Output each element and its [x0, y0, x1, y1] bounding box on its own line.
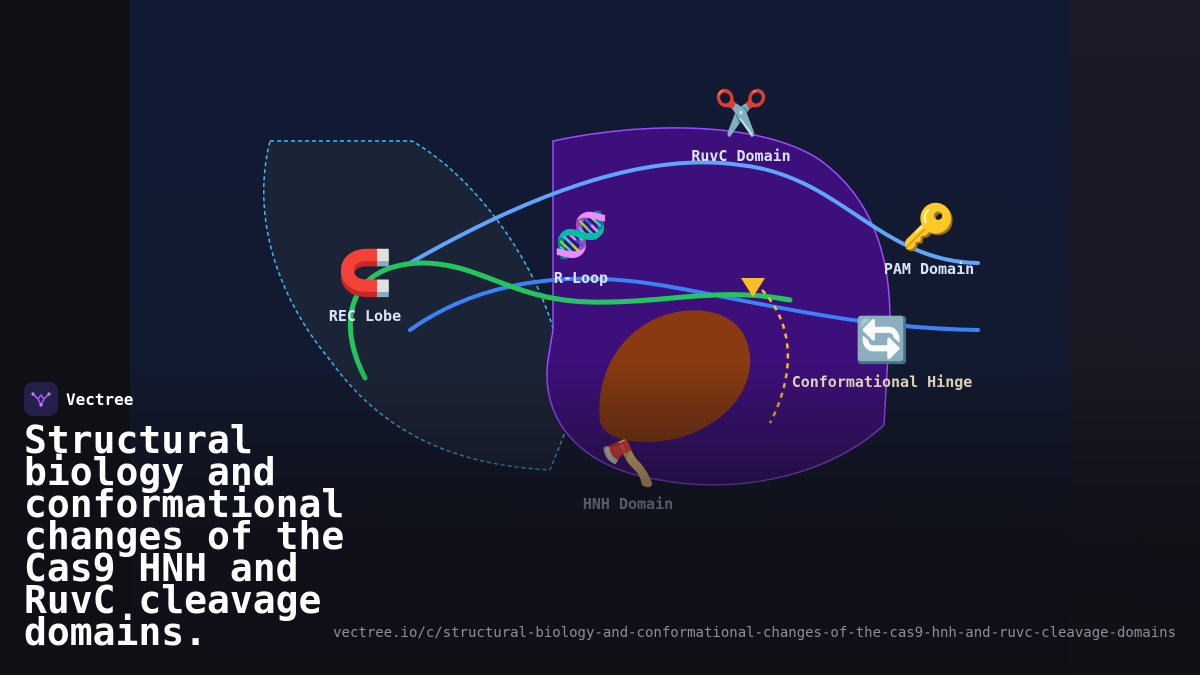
hnh-domain-label: HNH Domain: [582, 495, 674, 513]
cycle-arrows-icon: 🔄: [854, 315, 910, 366]
pam-domain-label: PAM Domain: [883, 260, 975, 278]
source-url[interactable]: vectree.io/c/structural-biology-and-conf…: [333, 625, 1176, 641]
rec-lobe-label: REC Lobe: [328, 307, 402, 325]
scissors-icon: ✂️: [713, 88, 769, 139]
key-icon: 🔑: [901, 202, 957, 253]
light-blue-strand: [408, 160, 980, 265]
brand-name: Vectree: [66, 389, 134, 409]
page-title: Structural biology and conformational ch…: [24, 418, 345, 654]
conformational-hinge-label: Conformational Hinge: [791, 373, 973, 391]
magnet-icon: 🧲: [337, 248, 393, 299]
brand[interactable]: Vectree: [24, 382, 133, 416]
axe-icon: 🪓: [600, 438, 656, 489]
r-loop-label: R-Loop: [553, 269, 609, 287]
hinge-arrow-icon: [741, 278, 765, 297]
vectree-logo-icon: [24, 382, 58, 416]
rec-lobe-region: [263, 140, 571, 471]
dna-icon: 🧬: [553, 210, 609, 261]
nuclease-lobe-region: [546, 127, 891, 486]
green-strand: [348, 260, 793, 381]
ruvc-domain-label: RuvC Domain: [691, 147, 791, 165]
blue-strand: [408, 276, 980, 332]
